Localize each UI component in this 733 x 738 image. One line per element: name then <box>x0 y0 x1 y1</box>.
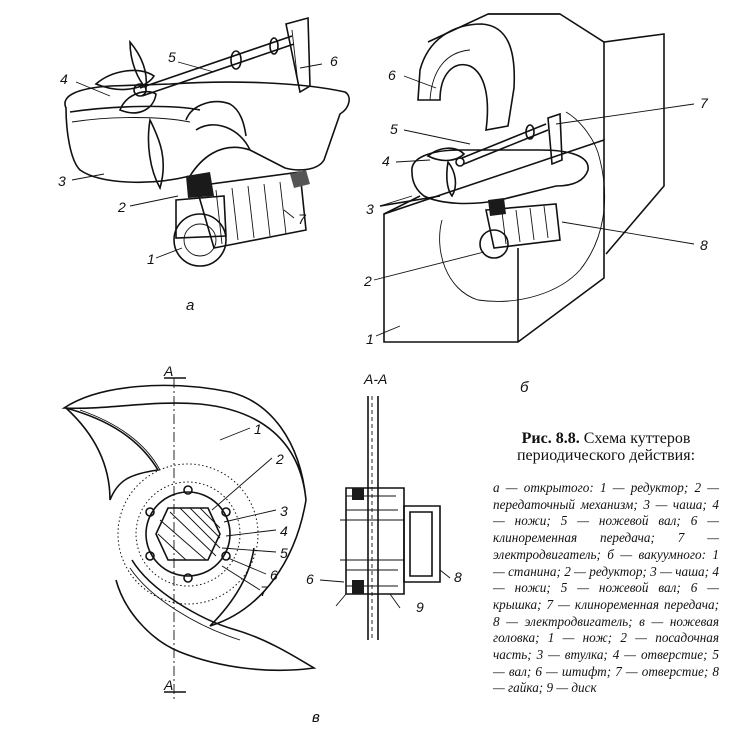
panel-a-callout: 5 <box>168 49 176 65</box>
caption-body: а — открытого: 1 — редуктор; 2 — передат… <box>493 480 719 696</box>
panel-a-callout: 7 <box>298 211 307 227</box>
panel-b-callout: 5 <box>390 121 398 137</box>
panel-a-callout: 3 <box>58 173 66 189</box>
panel-b-callout: 3 <box>366 201 374 217</box>
section-title: А-А <box>363 371 387 387</box>
panel-b-callout: 6 <box>388 67 396 83</box>
panel-c-drawing <box>61 377 317 700</box>
section-callout: 6 <box>306 571 314 587</box>
figure-caption: Рис. 8.8. Схема куттеров периодического … <box>493 430 719 697</box>
panel-b-callout: 1 <box>366 331 374 347</box>
panel-a-callout: 2 <box>117 199 126 215</box>
panel-c-callout: 6 <box>270 567 278 583</box>
caption-title: Рис. 8.8. Схема куттеров периодического … <box>493 430 719 464</box>
panel-c-callout: 3 <box>280 503 288 519</box>
panel-c-callout: 7 <box>260 583 269 599</box>
panel-b-drawing <box>373 13 695 343</box>
panel-c-callout: 5 <box>280 545 288 561</box>
panel-a-callout: 1 <box>147 251 155 267</box>
section-mark-top: А <box>163 363 173 379</box>
section-callout: 9 <box>416 599 424 615</box>
panel-a-drawing <box>64 16 350 267</box>
panel-a-callout: 4 <box>60 71 68 87</box>
panel-c-callout: 2 <box>275 451 284 467</box>
panel-b-callout: 8 <box>700 237 708 253</box>
panel-c-callout: 4 <box>280 523 288 539</box>
section-mark-bottom: А <box>163 677 173 693</box>
section-callout: 8 <box>454 569 462 585</box>
caption-title-text: Схема куттеров периодического действия: <box>516 430 696 464</box>
caption-number: Рис. 8.8. <box>521 430 580 447</box>
panel-c-callout: 1 <box>254 421 262 437</box>
panel-b-letter: б <box>520 379 529 396</box>
panel-a-callout: 6 <box>330 53 338 69</box>
panel-c-letter: в <box>312 709 320 726</box>
panel-b-callout: 7 <box>700 95 709 111</box>
panel-b-callout: 2 <box>363 273 372 289</box>
panel-b-callout: 4 <box>382 153 390 169</box>
panel-a-letter: а <box>186 297 194 314</box>
section-view-drawing <box>319 396 451 640</box>
